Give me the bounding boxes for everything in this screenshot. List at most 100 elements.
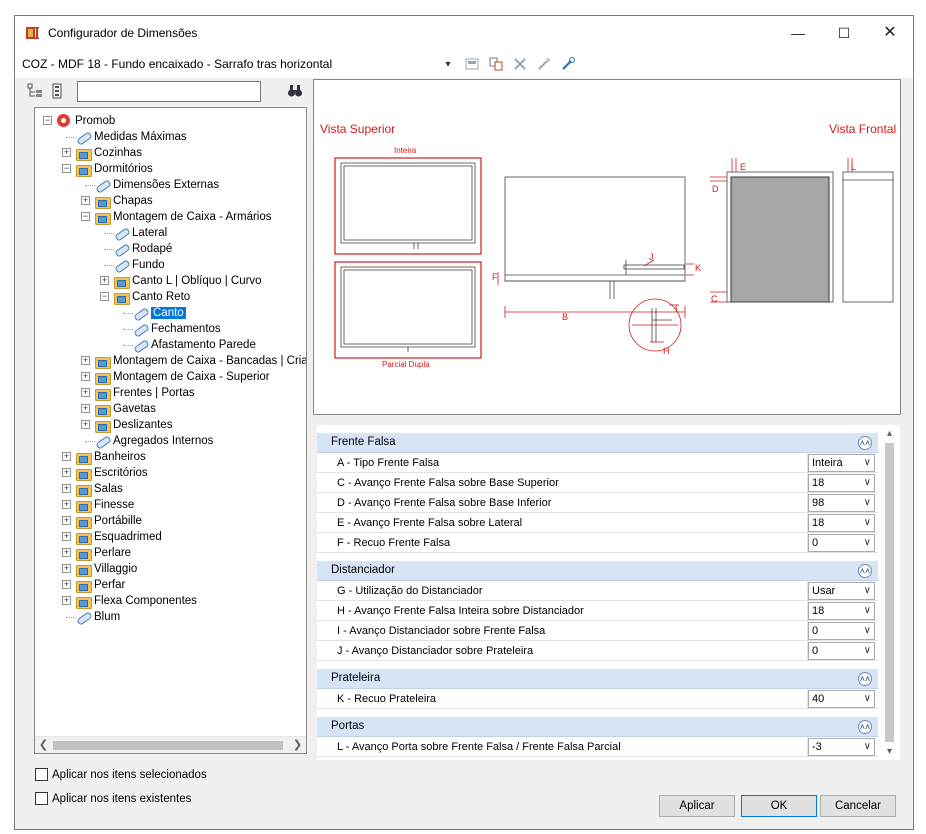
tree-node[interactable]: Fundo [113,257,165,273]
tree-horizontal-scrollbar[interactable]: ❮ ❯ [35,736,306,753]
chevron-down-icon[interactable]: ∨ [863,605,871,616]
chevron-down-icon[interactable]: ∨ [863,625,871,636]
chevron-down-icon[interactable]: ∨ [863,693,871,704]
tree-node[interactable]: Rodapé [113,241,172,257]
property-category[interactable]: Frente Falsa˄˄ [317,433,878,453]
tree-expander[interactable]: − [62,163,71,173]
tree-expander[interactable]: − [81,211,90,221]
tree-node[interactable]: Promob [56,113,115,129]
tree-node[interactable]: Salas [75,481,123,497]
tree-node[interactable]: Lateral [113,225,167,241]
chevron-down-icon[interactable]: ∨ [863,517,871,528]
tree-node[interactable]: Frentes | Portas [94,385,195,401]
tree-node[interactable]: Dormitórios [75,161,153,177]
tree-expander[interactable]: + [81,419,90,429]
tree-node[interactable]: Montagem de Caixa - Superior [94,369,270,385]
copy-config-icon[interactable] [488,56,504,72]
tree-expander[interactable]: + [62,547,71,557]
close-button[interactable]: ✕ [883,24,897,41]
tree-node[interactable]: Cozinhas [75,145,142,161]
tree-node[interactable]: Villaggio [75,561,137,577]
chevron-down-icon[interactable]: ∨ [863,537,871,548]
tree-node[interactable]: Perfar [75,577,125,593]
chevron-down-icon[interactable]: ∨ [863,585,871,596]
tree-search-input[interactable] [77,81,261,102]
ok-button[interactable]: OK [741,795,817,817]
tree-node[interactable]: Canto Reto [113,289,190,305]
tree-node[interactable]: Fechamentos [132,321,221,337]
property-category[interactable]: Distanciador˄˄ [317,561,878,581]
tree-expand-icon[interactable] [27,83,43,99]
tree-expander[interactable]: + [62,467,71,477]
property-value-dropdown[interactable]: 18∨ [808,474,875,492]
scroll-up-icon[interactable]: ▴ [886,428,893,439]
tree-expander[interactable]: + [62,147,71,157]
tree-expander[interactable]: + [81,355,90,365]
tree-node[interactable]: Perlare [75,545,131,561]
property-value-dropdown[interactable]: 40∨ [808,690,875,708]
scroll-thumb[interactable] [53,741,283,750]
tree-node[interactable]: Banheiros [75,449,146,465]
property-grid-scrollbar[interactable]: ▴ ▾ [881,425,898,760]
chevron-down-icon[interactable]: ∨ [863,645,871,656]
tree-node[interactable]: Montagem de Caixa - Bancadas | Criado [94,353,306,369]
minimize-button[interactable]: — [791,25,805,41]
tree-expander[interactable]: + [81,195,90,205]
tree-expander[interactable]: + [81,387,90,397]
property-value-dropdown[interactable]: Inteira∨ [808,454,875,472]
path-dropdown-icon[interactable]: ▾ [445,58,451,70]
tree-node[interactable]: Canto L | Oblíquo | Curvo [113,273,262,289]
tree-expander[interactable]: + [100,275,109,285]
maximize-button[interactable]: ☐ [837,25,851,41]
tree-expander[interactable]: + [62,451,71,461]
property-category[interactable]: Portas˄˄ [317,717,878,737]
property-category[interactable]: Prateleira˄˄ [317,669,878,689]
tree-node[interactable]: Blum [75,609,120,625]
property-value-dropdown[interactable]: 18∨ [808,514,875,532]
apply-button[interactable]: Aplicar [659,795,735,817]
tree-node[interactable]: Canto [132,305,186,321]
tree-expander[interactable]: − [100,291,109,301]
tree-node[interactable]: Afastamento Parede [132,337,256,353]
property-value-dropdown[interactable]: 18∨ [808,602,875,620]
tree-expander[interactable]: + [62,515,71,525]
tree-expander[interactable]: + [62,563,71,573]
tree-expander[interactable]: + [81,371,90,381]
property-value-dropdown[interactable]: 98∨ [808,494,875,512]
cancel-button[interactable]: Cancelar [820,795,896,817]
tree-filter-icon[interactable] [49,83,65,99]
delete-icon[interactable] [512,56,528,72]
scroll-down-icon[interactable]: ▾ [886,746,893,757]
scroll-right-icon[interactable]: ❯ [292,739,303,751]
tree-node[interactable]: Portábille [75,513,142,529]
tree-node[interactable]: Finesse [75,497,134,513]
collapse-icon[interactable]: ˄˄ [858,672,872,686]
tree-expander[interactable]: + [81,403,90,413]
tree-node[interactable]: Gavetas [94,401,156,417]
chevron-down-icon[interactable]: ∨ [863,741,871,752]
tree-node[interactable]: Esquadrimed [75,529,162,545]
tree-expander[interactable]: + [62,499,71,509]
tree-expander[interactable]: + [62,531,71,541]
tree-node[interactable]: Medidas Máximas [75,129,187,145]
collapse-icon[interactable]: ˄˄ [858,436,872,450]
property-value-dropdown[interactable]: 0∨ [808,622,875,640]
link-icon[interactable] [560,56,576,72]
apply-selected-option[interactable]: Aplicar nos itens selecionados [35,768,207,781]
tree-expander[interactable]: − [43,115,52,125]
chevron-down-icon[interactable]: ∨ [863,457,871,468]
tree-node[interactable]: Deslizantes [94,417,172,433]
collapse-icon[interactable]: ˄˄ [858,720,872,734]
chevron-down-icon[interactable]: ∨ [863,477,871,488]
tree-node[interactable]: Agregados Internos [94,433,213,449]
tree-node[interactable]: Montagem de Caixa - Armários [94,209,272,225]
binoculars-icon[interactable] [287,83,303,99]
tree-node[interactable]: Flexa Componentes [75,593,197,609]
tree-node[interactable]: Escritórios [75,465,148,481]
apply-existing-checkbox[interactable] [35,792,48,805]
property-value-dropdown[interactable]: 0∨ [808,642,875,660]
property-value-dropdown[interactable]: -3∨ [808,738,875,756]
tree-node[interactable]: Dimensões Externas [94,177,219,193]
collapse-icon[interactable]: ˄˄ [858,564,872,578]
